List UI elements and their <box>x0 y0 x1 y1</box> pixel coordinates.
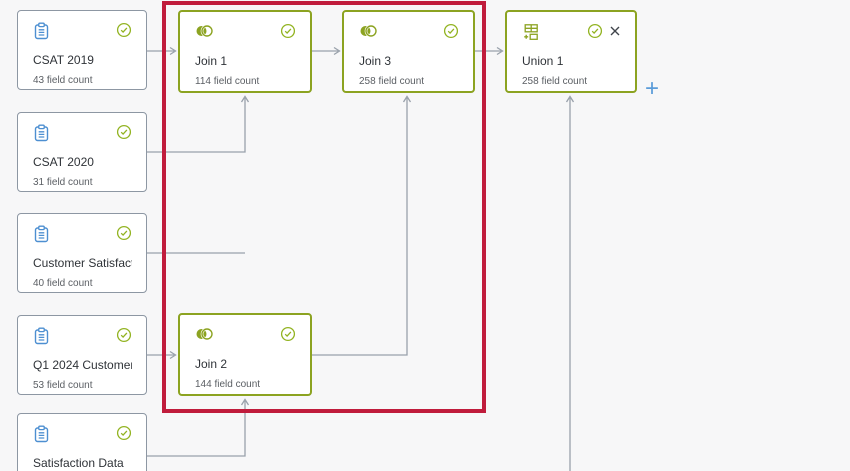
check-status-icon <box>587 23 603 39</box>
edge-q12024-join2 <box>147 350 177 360</box>
node-field-count: 53 field count <box>33 380 93 391</box>
join-icon <box>195 23 214 39</box>
clipboard-icon <box>33 425 50 443</box>
edge-satisfaction-join2 <box>147 398 250 457</box>
node-field-count: 258 field count <box>359 76 425 87</box>
node-title: Customer Satisfaction... <box>33 256 132 270</box>
node-field-count: 114 field count <box>195 76 260 87</box>
node-title: Satisfaction Data <box>33 456 124 470</box>
node-csat-2019[interactable]: CSAT 2019 43 field count <box>17 10 147 90</box>
node-title: Join 3 <box>359 54 392 68</box>
node-join-2[interactable]: Join 2 144 field count <box>178 313 312 396</box>
check-status-icon <box>116 22 132 38</box>
union-icon <box>522 23 540 41</box>
clipboard-icon <box>33 22 50 40</box>
node-title: Join 1 <box>195 54 228 68</box>
check-status-icon <box>116 124 132 140</box>
node-field-count: 31 field count <box>33 177 93 188</box>
node-title: CSAT 2019 <box>33 53 94 67</box>
check-status-icon <box>280 326 296 342</box>
node-title: Union 1 <box>522 54 564 68</box>
node-title: CSAT 2020 <box>33 155 94 169</box>
check-status-icon <box>116 425 132 441</box>
node-union-1[interactable]: Union 1 258 field count <box>505 10 637 93</box>
check-status-icon <box>443 23 459 39</box>
node-title: Join 2 <box>195 357 228 371</box>
node-field-count: 43 field count <box>33 75 93 86</box>
edge-offscreen-union1 <box>565 95 575 471</box>
node-title: Q1 2024 Customer Sa... <box>33 358 132 372</box>
node-join-1[interactable]: Join 1 114 field count <box>178 10 312 93</box>
clipboard-icon <box>33 225 50 243</box>
edge-join3-union1 <box>475 46 504 56</box>
check-status-icon <box>280 23 296 39</box>
join-icon <box>195 326 214 342</box>
node-customer-satisfaction[interactable]: Customer Satisfaction... 40 field count <box>17 213 147 293</box>
add-node-button[interactable]: + <box>644 75 659 102</box>
close-icon[interactable] <box>609 25 621 37</box>
node-csat-2020[interactable]: CSAT 2020 31 field count <box>17 112 147 192</box>
node-field-count: 40 field count <box>33 278 93 289</box>
node-field-count: 144 field count <box>195 379 261 390</box>
node-q1-2024-customer[interactable]: Q1 2024 Customer Sa... 53 field count <box>17 315 147 395</box>
check-status-icon <box>116 327 132 343</box>
join-icon <box>359 23 378 39</box>
node-join-3[interactable]: Join 3 258 field count <box>342 10 475 93</box>
clipboard-icon <box>33 327 50 345</box>
node-satisfaction-data[interactable]: Satisfaction Data <box>17 413 147 471</box>
clipboard-icon <box>33 124 50 142</box>
edge-csat2019-join1 <box>147 46 177 56</box>
edge-join1-join3 <box>312 46 341 56</box>
node-field-count: 258 field count <box>522 76 588 87</box>
edge-csat2020-join1 <box>147 95 250 153</box>
check-status-icon <box>116 225 132 241</box>
edge-join2-join3 <box>312 95 412 356</box>
